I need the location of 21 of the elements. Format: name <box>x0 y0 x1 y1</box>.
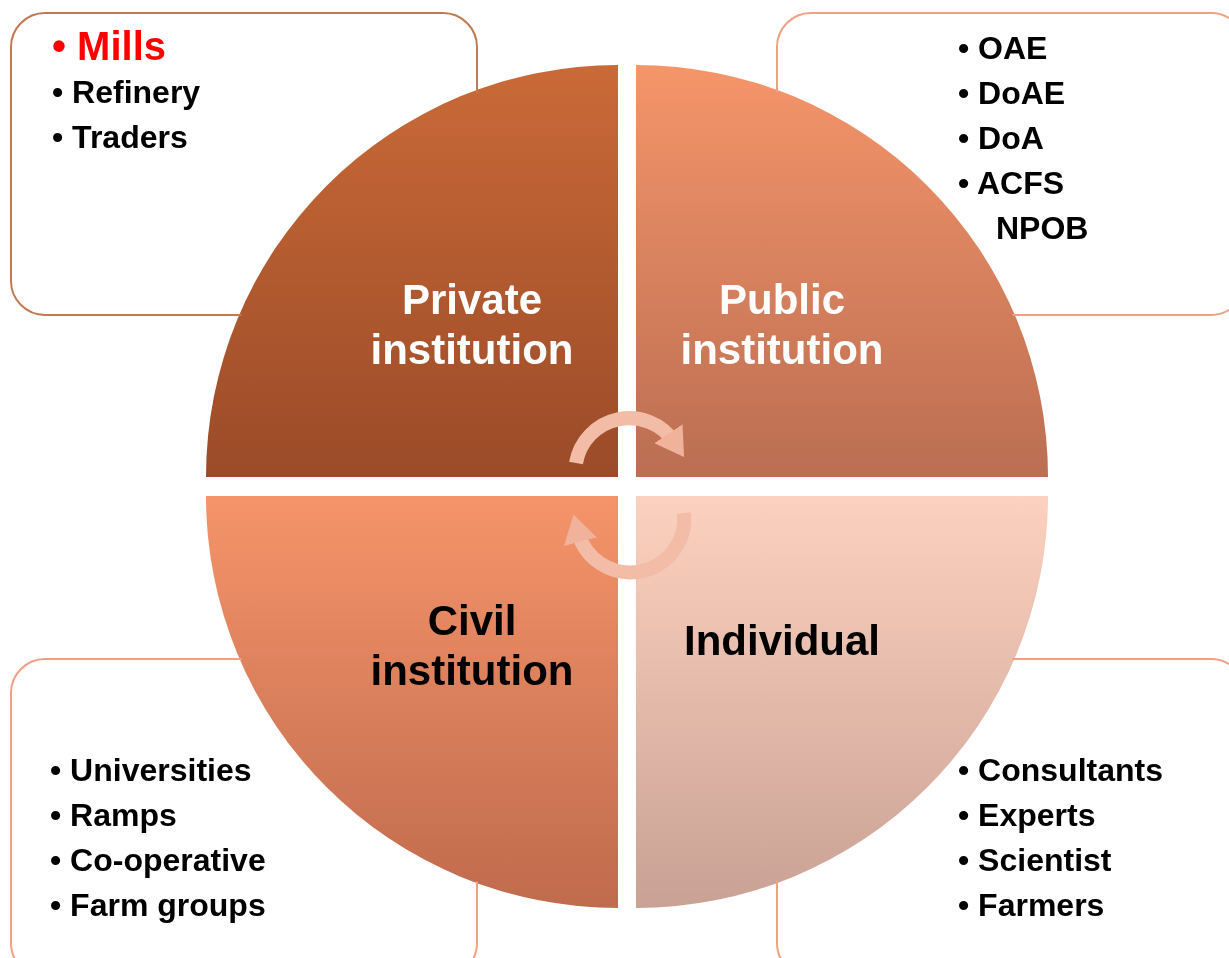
list-item: • Universities <box>50 751 252 790</box>
quadrant-title: Civil institution <box>369 596 575 696</box>
list-item: NPOB <box>996 209 1089 248</box>
list-item: • DoA <box>958 119 1044 158</box>
quadrant-title: Private institution <box>369 275 575 375</box>
list-item: • Ramps <box>50 796 177 835</box>
list-item: • Consultants <box>958 751 1163 790</box>
list-item: • Experts <box>958 796 1096 835</box>
list-item: • Mills <box>52 23 167 70</box>
quadrant-title: Individual <box>683 616 881 666</box>
list-item: • Refinery <box>52 73 201 112</box>
list-item: • Co-operative <box>50 841 266 880</box>
quadrant-title: Public institution <box>679 275 885 375</box>
list-item: • DoAE <box>958 74 1066 113</box>
list-item: • OAE <box>958 29 1048 68</box>
list-item: • Scientist <box>958 841 1112 880</box>
list-item: • Farm groups <box>50 886 266 925</box>
list-item: • ACFS <box>958 164 1064 203</box>
list-card <box>776 658 1229 958</box>
list-item: • Traders <box>52 118 188 157</box>
list-item: • Farmers <box>958 886 1105 925</box>
